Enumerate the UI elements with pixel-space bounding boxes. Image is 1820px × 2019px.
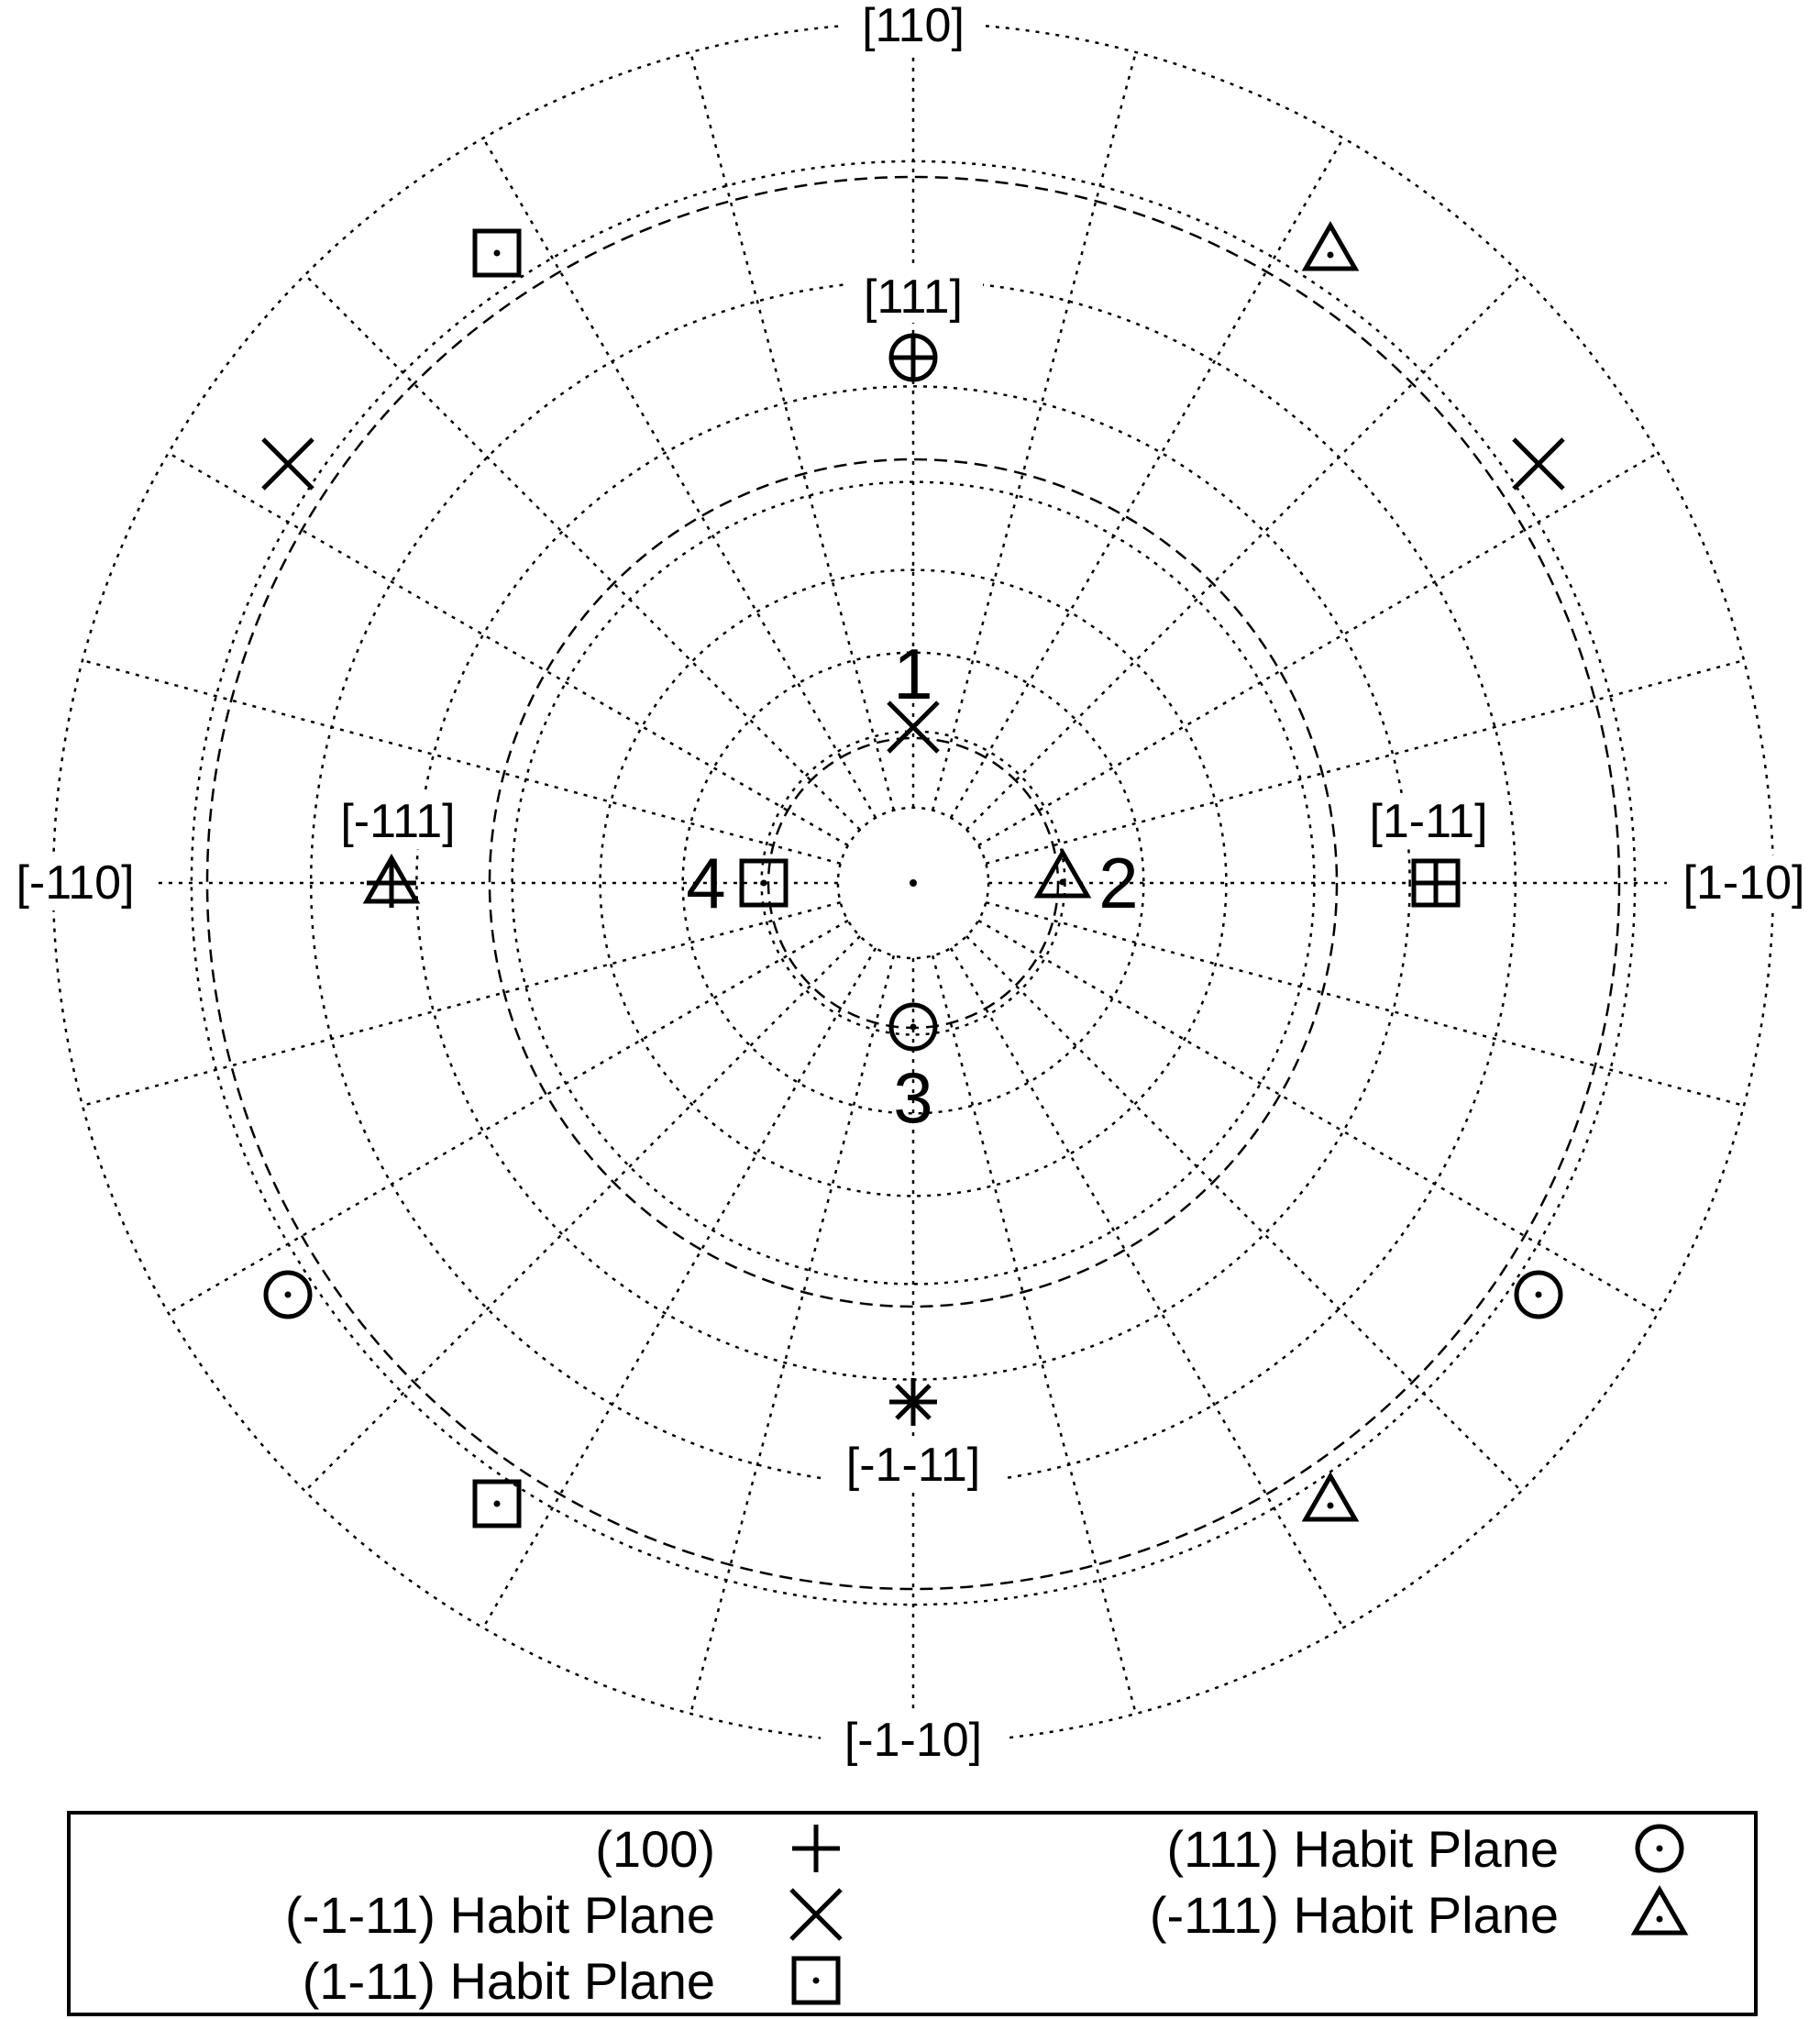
variant-label-1: 1 [893,634,932,714]
pole-markers [263,226,1563,1526]
grid-spoke [977,451,1659,847]
grid-spoke [168,919,849,1315]
grid-spoke [481,947,877,1628]
legend-label-minus111-habit-plane: (-111) Habit Plane [1150,1886,1559,1944]
legend: (100) (-1-11) Habit Plane (1-11) Habit P… [67,1811,1758,2016]
square-dot-icon [475,231,519,275]
legend-box [67,1811,1758,2016]
circle-dot-icon [266,1273,310,1317]
legend-label-111-habit-plane: (111) Habit Plane [1167,1820,1560,1878]
grid-circle [681,651,1145,1115]
variant-number-labels: 1 2 3 4 [686,634,1138,1138]
legend-label-100: (100) [595,1820,715,1878]
legend-label-1-11-habit-plane: (1-11) Habit Plane [303,1952,715,2010]
grid-spoke [977,919,1659,1315]
grid-spoke [689,51,896,811]
direction-label-110: [110] [862,0,965,52]
grid-spoke [949,138,1345,819]
direction-label-minus1-11: [-1-11] [846,1439,980,1492]
variant-label-3: 3 [893,1057,932,1138]
grid-spoke [965,935,1523,1493]
grid-spoke [931,954,1138,1715]
grid-spoke [949,947,1345,1628]
variant-label-2: 2 [1098,843,1138,923]
grid-spoke [168,451,849,847]
direction-label-minus111: [-111] [340,795,455,848]
habit-plane-trace-middle [488,458,1339,1308]
grid-spoke [82,900,842,1108]
direction-label-1-11: [1-11] [1369,795,1487,848]
triangle-dot-icon [1306,226,1355,269]
x-icon [263,439,313,489]
variant-label-4: 4 [686,843,725,923]
grid-spoke [931,51,1138,811]
grid-spoke [303,935,861,1493]
direction-label-minus1-10: [-1-10] [844,1714,982,1767]
grid-spoke [303,273,861,831]
direction-label-minus110: [-110] [16,856,134,910]
grid-spoke [965,273,1523,831]
legend-label-minus1-11-habit-plane: (-1-11) Habit Plane [285,1886,715,1944]
projection-center-dot [910,879,917,887]
pole-minus111-marker [362,853,421,908]
direction-label-111: [111] [864,270,963,324]
habit-plane-trace-outer [205,175,1621,1591]
circle-dot-icon [1517,1273,1561,1317]
grid-spoke [689,954,896,1715]
x-icon [1514,439,1563,489]
pole-minus1-11-marker [889,1378,937,1426]
pole-1-11-marker [1411,858,1461,908]
direction-label-1-10: [1-10] [1683,856,1805,910]
grid-circle [599,568,1228,1197]
square-dot-icon [742,861,786,905]
grid-spoke [481,138,877,819]
pole-111-marker [888,333,938,382]
grid-spoke [985,900,1745,1108]
square-dot-icon [475,1482,519,1526]
direction-labels: [110] [-1-10] [-110] [1-10] [111] [-1-11… [16,0,1805,1767]
